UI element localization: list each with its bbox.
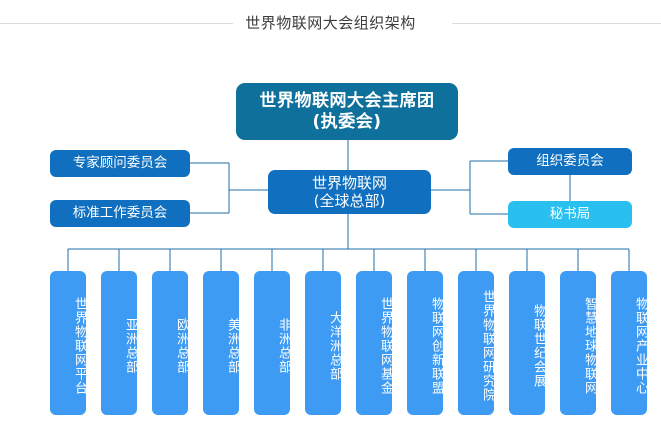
node-subsidiary-9[interactable]: 世界物联网研究院 <box>458 271 495 415</box>
node-presidium-line2: (执委会) <box>312 111 382 132</box>
node-headquarters-line2: (全球总部) <box>313 192 386 210</box>
header-divider-right <box>452 23 661 24</box>
node-headquarters-line1: 世界物联网 <box>311 173 387 192</box>
header-divider-left <box>0 23 233 24</box>
node-subsidiary-5[interactable]: 非洲总部 <box>254 271 291 415</box>
node-subsidiary-6[interactable]: 大洋洲总部 <box>305 271 342 415</box>
node-subsidiary-3[interactable]: 欧洲总部 <box>152 271 189 415</box>
node-subsidiary-2[interactable]: 亚洲总部 <box>101 271 138 415</box>
node-subsidiary-1[interactable]: 世界物联网平台 <box>50 271 87 415</box>
node-presidium[interactable]: 世界物联网大会主席团 (执委会) <box>236 83 458 140</box>
node-subsidiary-11[interactable]: 智慧地球物联网 <box>560 271 597 415</box>
page-title: 世界物联网大会组织架构 <box>245 14 416 32</box>
node-subsidiary-4[interactable]: 美洲总部 <box>203 271 240 415</box>
node-standards-work-committee[interactable]: 标准工作委员会 <box>50 200 190 227</box>
node-subsidiary-10[interactable]: 物联世纪会展 <box>509 271 546 415</box>
node-headquarters[interactable]: 世界物联网 (全球总部) <box>268 170 431 214</box>
page-header: 世界物联网大会组织架构 <box>0 0 661 48</box>
node-subsidiary-8[interactable]: 物联网创新联盟 <box>407 271 444 415</box>
node-subsidiary-12[interactable]: 物联网产业中心 <box>611 271 648 415</box>
node-subsidiary-7[interactable]: 世界物联网基金 <box>356 271 393 415</box>
node-presidium-line1: 世界物联网大会主席团 <box>259 90 435 111</box>
node-secretariat[interactable]: 秘书局 <box>508 201 632 228</box>
node-expert-advisory-committee[interactable]: 专家顾问委员会 <box>50 150 190 177</box>
node-organizing-committee[interactable]: 组织委员会 <box>508 148 632 175</box>
